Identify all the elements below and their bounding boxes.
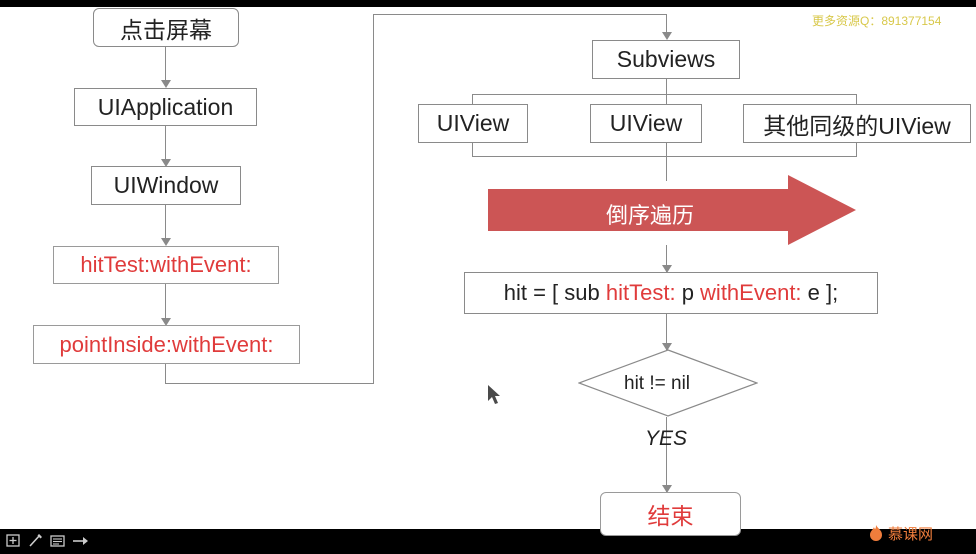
node-tap-screen[interactable]: 点击屏幕: [93, 8, 239, 47]
connector-tap-to-app: [165, 47, 166, 85]
hit-statement-suffix: e ];: [801, 280, 839, 305]
node-other-sibling-uiview[interactable]: 其他同级的UIView: [743, 104, 971, 143]
node-uiapplication[interactable]: UIApplication: [74, 88, 257, 126]
node-uiview-1[interactable]: UIView: [418, 104, 528, 143]
connector-to-other-uiview: [856, 94, 857, 104]
connector-uiview2-down: [666, 143, 667, 181]
connector-subviews-down: [666, 79, 667, 95]
connector-pointinside-down: [165, 364, 166, 384]
node-uiapplication-label: UIApplication: [97, 93, 234, 120]
node-subviews-label: Subviews: [616, 46, 716, 72]
annotation-toolbar[interactable]: [6, 533, 88, 549]
connector-hittest-to-pointinside: [165, 284, 166, 324]
node-other-sibling-uiview-label: 其他同级的UIView: [763, 112, 951, 139]
node-pointinside-withevent[interactable]: pointInside:withEvent:: [33, 325, 300, 364]
arrowhead-into-subviews: [662, 32, 672, 40]
note-icon[interactable]: [50, 533, 66, 549]
node-hit-statement[interactable]: hit = [ sub hitTest: p withEvent: e ];: [464, 272, 878, 314]
reverse-traversal-label: 倒序遍历: [606, 203, 695, 228]
node-uiview-2[interactable]: UIView: [590, 104, 702, 143]
node-tap-screen-label: 点击屏幕: [120, 16, 212, 43]
connector-decision-to-end: [666, 417, 667, 492]
hit-statement-hittest: hitTest:: [605, 280, 676, 305]
yes-branch-label: YES: [645, 427, 688, 450]
bottom-black-bar: [0, 529, 976, 554]
connector-app-to-window: [165, 126, 166, 164]
decision-label: hit != nil: [624, 373, 691, 394]
node-pointinside-withevent-label: pointInside:withEvent:: [59, 331, 274, 357]
connector-arrow-to-statement: [666, 245, 667, 272]
highlighter-icon[interactable]: [28, 533, 44, 549]
site-logo: 慕课网: [868, 523, 933, 544]
watermark-text: 更多资源Q：891377154: [812, 14, 942, 28]
pen-tool-icon[interactable]: [6, 533, 22, 549]
connector-subviews-fanout: [472, 94, 857, 95]
connector-statement-to-decision: [666, 314, 667, 350]
node-uiview-2-label: UIView: [609, 110, 683, 136]
connector-window-to-hittest: [165, 205, 166, 244]
arrowhead-to-decision: [662, 343, 672, 351]
top-black-bar: [0, 0, 976, 7]
mouse-cursor: [488, 385, 500, 404]
arrowhead-window-to-hittest: [161, 238, 171, 246]
arrowhead-app-to-window: [161, 159, 171, 167]
node-hittest-withevent-label: hitTest:withEvent:: [80, 252, 252, 277]
connector-to-uiview-2: [666, 94, 667, 104]
node-end[interactable]: 结束: [600, 492, 741, 536]
arrowhead-to-statement: [662, 265, 672, 273]
connector-uiview1-down: [472, 143, 473, 157]
node-uiwindow[interactable]: UIWindow: [91, 166, 241, 205]
site-logo-text: 慕课网: [888, 526, 934, 543]
arrowhead-hittest-to-pointinside: [161, 318, 171, 326]
connector-pointinside-right: [165, 383, 374, 384]
arrowhead-tap-to-app: [161, 80, 171, 88]
node-end-label: 结束: [647, 503, 694, 529]
reverse-traversal-arrow: [488, 175, 856, 245]
connector-down-into-subviews: [666, 14, 667, 38]
hit-statement-text: hit = [ sub hitTest: p withEvent: e ];: [504, 280, 838, 306]
decision-diamond[interactable]: [578, 349, 758, 417]
arrow-icon[interactable]: [72, 533, 88, 549]
connector-up-to-top: [373, 14, 374, 384]
node-hittest-withevent[interactable]: hitTest:withEvent:: [53, 246, 279, 284]
hit-statement-mid: p: [675, 280, 701, 305]
connector-other-down: [856, 143, 857, 157]
node-uiview-1-label: UIView: [436, 110, 510, 136]
hit-statement-withevent: withEvent:: [700, 280, 802, 305]
node-uiwindow-label: UIWindow: [113, 172, 219, 198]
flame-icon: [870, 524, 882, 541]
connector-children-merge: [472, 156, 857, 157]
connector-to-uiview-1: [472, 94, 473, 104]
arrowhead-to-end: [662, 485, 672, 493]
hit-statement-prefix: hit = [ sub: [503, 280, 606, 305]
connector-top-to-subviews: [373, 14, 667, 15]
node-subviews[interactable]: Subviews: [592, 40, 740, 79]
